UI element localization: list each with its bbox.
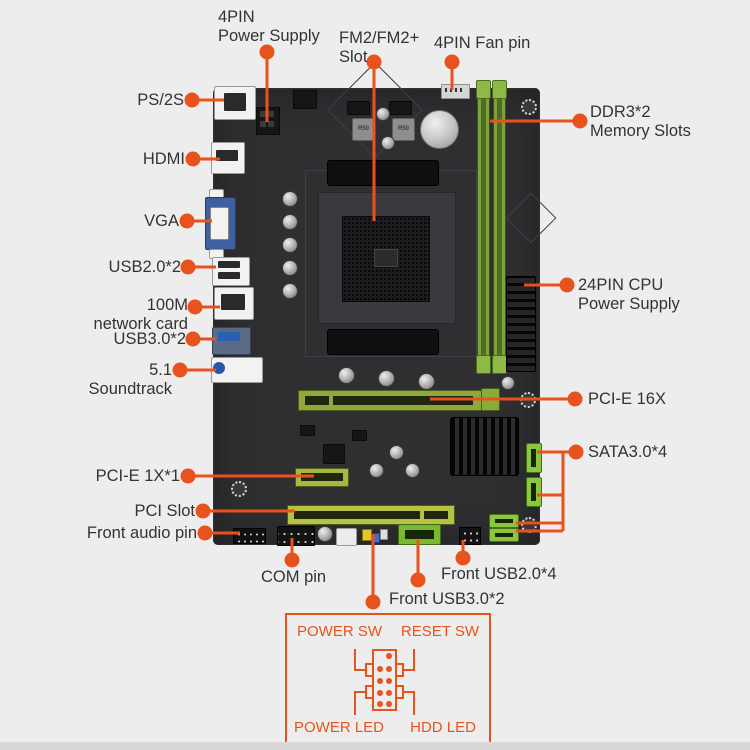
mosfet <box>347 101 370 115</box>
lan-port-slot <box>221 294 245 310</box>
hdd-led-label: HDD LED <box>410 719 476 736</box>
hdmi-port-slot <box>216 150 238 161</box>
callout-front-audio-pin: Front audio pin <box>86 524 197 542</box>
callout-network-card: 100M network card <box>93 296 188 333</box>
callout-vga: VGA <box>144 212 179 230</box>
usb2-slot-a <box>218 261 240 268</box>
front-audio-header <box>233 528 266 544</box>
small-ic <box>352 430 367 441</box>
cpu-retention-bracket-bottom <box>327 329 439 355</box>
ddr3-clip <box>476 355 491 374</box>
front-usb2-header <box>459 527 481 545</box>
sata-port-3 <box>489 514 519 528</box>
capacitor <box>317 526 333 542</box>
4pin-power-pin <box>268 111 274 117</box>
callout-front-usb20: Front USB2.0*4 <box>441 565 557 583</box>
callout-hdmi: HDMI <box>142 150 185 168</box>
usb2-slot-b <box>218 272 240 279</box>
usb3-port <box>212 327 251 355</box>
callout-4pin-power-supply: 4PIN Power Supply <box>218 8 320 45</box>
callout-4pin-fan-pin: 4PIN Fan pin <box>434 34 531 52</box>
mosfet <box>389 101 412 115</box>
jumper-yellow <box>362 529 372 541</box>
pcie-x1-slot <box>295 468 349 487</box>
small-ic <box>300 425 315 436</box>
sata-port-2 <box>526 477 542 507</box>
capacitor <box>282 237 298 253</box>
callout-usb30: USB3.0*2 <box>113 330 186 348</box>
front-panel-pin-diagram: POWER SW RESET SW POWER LED HDD LED <box>285 613 491 745</box>
4pin-power-pin <box>260 111 266 117</box>
callout-usb20: USB2.0*2 <box>108 258 181 276</box>
audio-jack <box>213 362 225 374</box>
capacitor <box>282 191 298 207</box>
atx-24pin-connector <box>506 276 536 372</box>
screw-hole <box>231 481 247 497</box>
cmos-battery <box>420 110 459 149</box>
callout-pci-slot: PCI Slot <box>134 502 195 520</box>
pcie-x16-slot <box>298 390 482 411</box>
power-led-label: POWER LED <box>294 719 385 736</box>
capacitor <box>501 376 515 390</box>
pci-slot <box>287 505 455 525</box>
callout-pcie-1x: PCI-E 1X*1 <box>95 467 180 485</box>
vrm-choke: R50 <box>352 118 375 141</box>
chipset-heatsink <box>450 417 519 476</box>
power-sw-label: POWER SW <box>297 623 382 640</box>
capacitor <box>405 463 420 478</box>
io-chip <box>323 444 345 464</box>
screw-hole <box>521 517 537 533</box>
fan-header-pins <box>445 88 464 92</box>
capacitor <box>282 214 298 230</box>
reset-sw-label: RESET SW <box>400 623 479 640</box>
callout-pcie-16x: PCI-E 16X <box>588 390 666 408</box>
sata-port-1 <box>526 443 542 473</box>
capacitor <box>378 370 395 387</box>
ddr3-slot-1 <box>477 92 490 372</box>
capacitor <box>381 136 395 150</box>
callout-sata30: SATA3.0*4 <box>588 443 668 461</box>
callout-ps2: PS/2S <box>137 91 184 109</box>
ps2-port-slot <box>224 93 246 111</box>
trace-diamond-2 <box>505 192 557 244</box>
capacitor <box>282 260 298 276</box>
callout-ddr3-memory-slots: DDR3*2 Memory Slots <box>590 103 691 140</box>
capacitor <box>282 283 298 299</box>
vrm-choke: R50 <box>392 118 415 141</box>
com-pin-header <box>277 526 315 546</box>
header-block <box>293 90 317 109</box>
capacitor <box>338 367 355 384</box>
usb3-port-slot <box>218 332 240 341</box>
sata-port-4 <box>489 528 519 542</box>
cpu-socket-center <box>374 249 398 267</box>
jumper-white <box>380 529 388 540</box>
screw-hole <box>521 99 537 115</box>
front-usb3-header <box>398 524 441 545</box>
pcie-x16-latch <box>481 388 500 411</box>
callout-com-pin: COM pin <box>261 568 327 586</box>
screw-hole <box>520 392 536 408</box>
cpu-retention-bracket-top <box>327 160 439 186</box>
4pin-power-pin <box>260 121 266 127</box>
jumper-blue <box>372 533 380 543</box>
vga-port-inner <box>210 207 229 240</box>
white-connector <box>336 528 357 546</box>
callout-front-usb30: Front USB3.0*2 <box>389 590 505 608</box>
4pin-power-pin <box>268 121 274 127</box>
capacitor <box>389 445 404 460</box>
capacitor <box>369 463 384 478</box>
callout-24pin-cpu-power: 24PIN CPU Power Supply <box>578 276 680 313</box>
ddr3-clip <box>492 355 507 374</box>
callout-fm2-slot: FM2/FM2+ Slot <box>339 29 420 66</box>
callout-soundtrack: 5.1 Soundtrack <box>88 361 172 398</box>
image-bottom-edge <box>0 742 750 750</box>
capacitor <box>418 373 435 390</box>
ddr3-clip <box>476 80 491 99</box>
ddr3-clip <box>492 80 507 99</box>
ddr3-slot-2 <box>493 92 506 372</box>
capacitor <box>376 107 390 121</box>
